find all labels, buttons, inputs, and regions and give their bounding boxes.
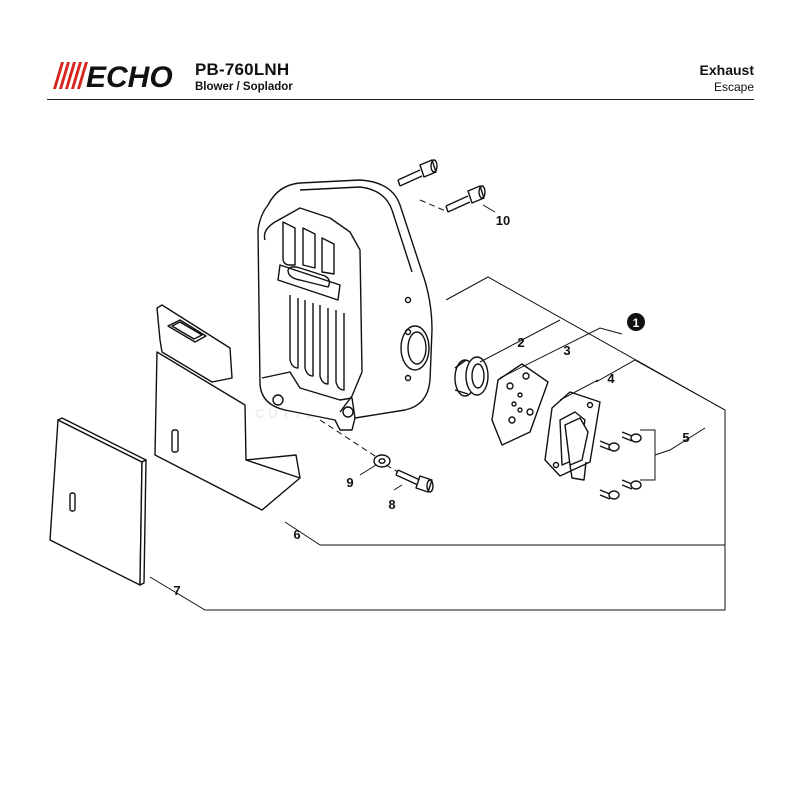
- callout-8: 8: [388, 497, 395, 512]
- callout-1: 1: [633, 316, 640, 330]
- logo-wordmark: ECHO: [86, 61, 173, 90]
- part-8-bolt: [395, 469, 434, 493]
- product-subtitle: Blower / Soplador: [195, 81, 293, 93]
- part-10-bolt-lower: [445, 185, 486, 213]
- callout-2: 2: [517, 335, 524, 350]
- section-subtitle: Escape: [713, 80, 754, 94]
- part-5-screw-d: [599, 489, 620, 500]
- callout-1-badge: [627, 313, 645, 331]
- part-2-ring: [454, 356, 489, 397]
- part-6-heat-shield: [154, 304, 301, 511]
- callout-5: 5: [682, 430, 689, 445]
- callout-6: 6: [293, 527, 300, 542]
- part-9-washer: [373, 454, 391, 468]
- part-3-gasket: [491, 363, 549, 446]
- leader-lines: [149, 204, 726, 611]
- part-5-screw-b: [599, 440, 620, 452]
- header: ECHO PB-760LNH Blower / Soplador Exhaust…: [0, 0, 800, 100]
- callout-4: 4: [607, 371, 615, 386]
- echo-logo: ECHO: [47, 60, 187, 90]
- callout-9: 9: [346, 475, 353, 490]
- callout-3: 3: [563, 343, 570, 358]
- section-title: Exhaust: [699, 62, 754, 78]
- part-5-screw-a: [621, 431, 642, 443]
- part-10-bolt-upper: [397, 159, 438, 187]
- part-4-deflector: [544, 391, 601, 481]
- part-5-screw-c: [621, 479, 642, 490]
- header-rule: [47, 99, 754, 100]
- muffler-body: [257, 179, 433, 431]
- callout-7: 7: [173, 583, 180, 598]
- callouts: 1 2 3 4 5 6 7 8 9 10: [173, 213, 689, 598]
- echo-logo-mark: ECHO: [53, 61, 173, 90]
- logo-stripes-icon: [53, 62, 88, 89]
- model-number: PB-760LNH: [195, 60, 290, 79]
- part-7-cover-plate: [49, 417, 147, 586]
- alignment-lines: [319, 199, 449, 473]
- callout-10: 10: [496, 213, 510, 228]
